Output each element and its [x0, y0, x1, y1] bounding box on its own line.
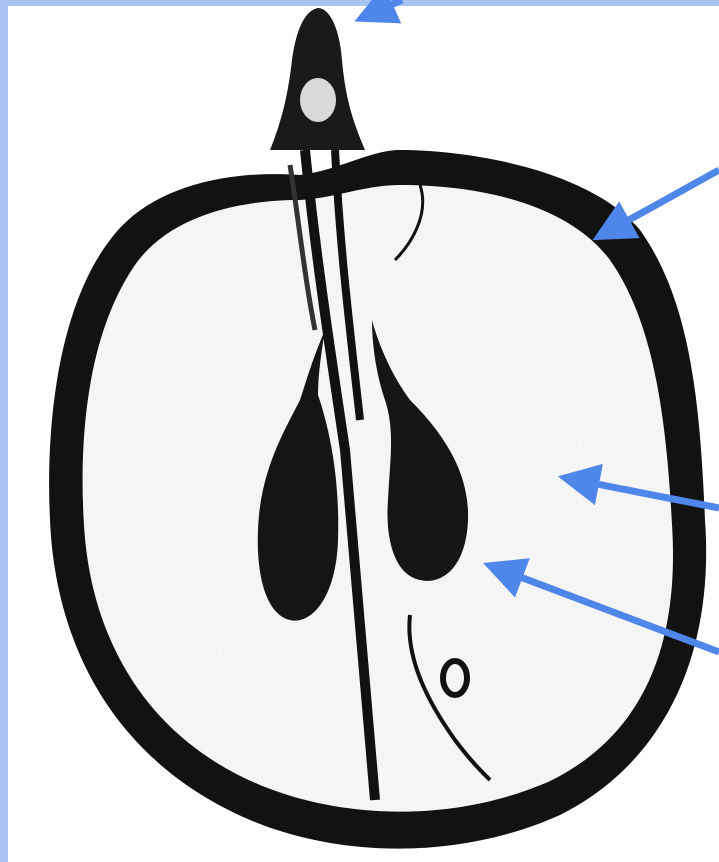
tip-highlight: [300, 78, 336, 122]
arrow-to-top-tip: [362, 0, 402, 18]
arrow-to-outer-coat: [600, 170, 719, 236]
inner-tissue: [83, 185, 673, 812]
